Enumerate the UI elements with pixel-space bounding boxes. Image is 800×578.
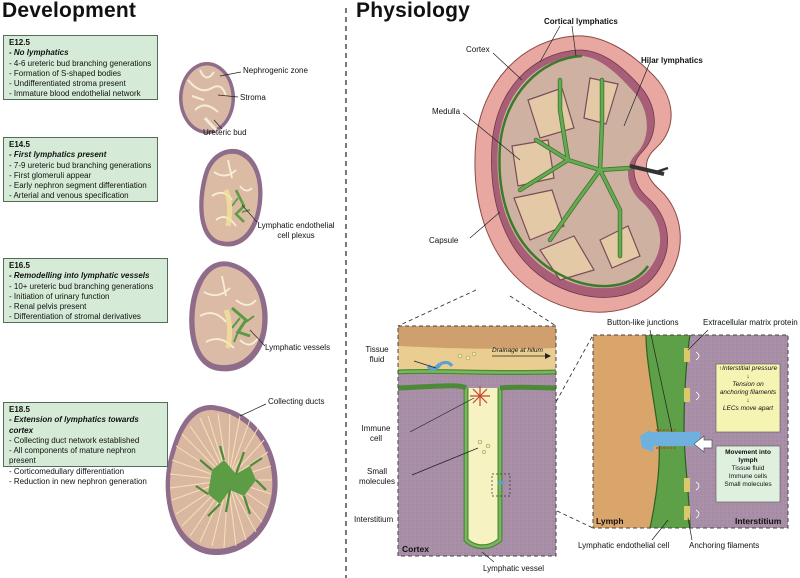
stage-box-e12-5: E12.5 - No lymphatics - 4-6 ureteric bud… bbox=[3, 35, 158, 100]
down-arrow-icon: ↓ bbox=[746, 397, 750, 404]
label-button-junctions: Button-like junctions bbox=[607, 318, 679, 327]
label-cortex: Cortex bbox=[466, 45, 490, 54]
stage-item: - All components of mature nephron prese… bbox=[9, 446, 136, 466]
label-medulla: Medulla bbox=[432, 107, 461, 116]
pressure-line: LECs move apart bbox=[722, 405, 774, 412]
physiology-title: Physiology bbox=[356, 0, 471, 22]
cortex-inset bbox=[397, 325, 557, 557]
kidney-e14-5 bbox=[199, 148, 263, 247]
stage-label: E18.5 bbox=[9, 405, 30, 414]
stage-heading: - Extension of lymphatics towards cortex bbox=[9, 415, 139, 435]
label-stroma: Stroma bbox=[240, 93, 266, 102]
stage-heading: - Remodelling into lymphatic vessels bbox=[9, 271, 150, 281]
label-hilar-lymphatics: Hilar lymphatics bbox=[641, 56, 703, 65]
label-lec-plexus: Lymphatic endothelial cell plexus bbox=[250, 221, 342, 240]
label-immune-cell: Immune cell bbox=[355, 424, 397, 443]
label-small-molecules-line1: Small bbox=[366, 467, 387, 476]
stage-item: - Formation of S-shaped bodies bbox=[9, 68, 122, 78]
stage-item: - 4-6 ureteric bud branching generations bbox=[9, 58, 152, 68]
stage-item: - Renal pelvis present bbox=[9, 302, 87, 312]
stage-item: - 10+ ureteric bud branching generations bbox=[9, 281, 154, 291]
stage-label: E14.5 bbox=[9, 140, 30, 149]
stage-item: - Differentiation of stromal derivatives bbox=[9, 312, 141, 322]
kidney-e18-5 bbox=[165, 404, 278, 556]
label-nephrogenic-zone: Nephrogenic zone bbox=[243, 66, 308, 75]
stage-item: - Reduction in new nephron generation bbox=[9, 477, 147, 487]
stage-item: - Immature blood endothelial network bbox=[9, 89, 141, 99]
pressure-box: ↑Interstitial pressure ↓ Tension on anch… bbox=[716, 365, 780, 413]
down-arrow-icon: ↓ bbox=[746, 373, 750, 380]
label-collecting-ducts: Collecting ducts bbox=[268, 397, 325, 406]
junction-inset bbox=[592, 334, 789, 529]
stage-label: E16.5 bbox=[9, 261, 30, 270]
label-tissue-fluid-line1: Tissue bbox=[365, 345, 389, 354]
stage-item: - 7-9 ureteric bud branching generations bbox=[9, 160, 152, 170]
stage-item: - Corticomedullary differentiation bbox=[9, 466, 125, 476]
label-small-molecules: Small molecules bbox=[354, 467, 400, 486]
label-small-molecules-line2: molecules bbox=[358, 476, 395, 486]
kidney-e16-5 bbox=[189, 261, 268, 372]
label-interstitium-cortex: Interstitium bbox=[354, 515, 394, 524]
label-immune-cell-line1: Immune bbox=[361, 424, 391, 433]
label-lymphatic-vessels: Lymphatic vessels bbox=[265, 343, 331, 352]
label-ecm-protein: Extracellular matrix protein bbox=[703, 318, 798, 327]
label-lymph: Lymph bbox=[596, 516, 624, 526]
kidney-e12-5 bbox=[179, 62, 235, 134]
stage-heading: - No lymphatics bbox=[9, 48, 69, 58]
stage-label: E12.5 bbox=[9, 38, 30, 47]
movement-item: Small molecules bbox=[724, 481, 772, 488]
label-cortex-corner: Cortex bbox=[402, 544, 429, 554]
movement-title: Movement into bbox=[725, 449, 771, 456]
label-lec-plexus-line1: Lymphatic endothelial bbox=[257, 221, 335, 230]
label-interstitium-junction: Interstitium bbox=[735, 516, 782, 526]
stage-heading: - First lymphatics present bbox=[9, 150, 107, 160]
label-lec: Lymphatic endothelial cell bbox=[578, 541, 670, 550]
label-anchoring-filaments: Anchoring filaments bbox=[689, 541, 760, 550]
label-tissue-fluid-line2: fluid bbox=[369, 354, 385, 364]
label-ureteric-bud: Ureteric bud bbox=[203, 128, 247, 137]
stage-box-e18-5: E18.5 - Extension of lymphatics towards … bbox=[3, 402, 168, 486]
movement-box: Movement into lymph Tissue fluid Immune … bbox=[716, 449, 780, 489]
label-capsule: Capsule bbox=[429, 236, 459, 245]
stage-box-e14-5: E14.5 - First lymphatics present - 7-9 u… bbox=[3, 137, 158, 202]
pressure-line: anchoring filaments bbox=[719, 389, 777, 396]
pressure-line: ↑Interstitial pressure bbox=[718, 365, 778, 372]
stage-item: - Collecting duct network established bbox=[9, 435, 140, 445]
stage-item: - Undifferentiated stroma present bbox=[9, 79, 126, 89]
stage-item: - First glomeruli appear bbox=[9, 170, 92, 180]
stage-item: - Arterial and venous specification bbox=[9, 191, 129, 201]
label-drainage: Drainage at hilum bbox=[492, 347, 543, 354]
adult-kidney bbox=[474, 35, 681, 313]
stage-box-e16-5: E16.5 - Remodelling into lymphatic vesse… bbox=[3, 258, 168, 323]
label-cortical-lymphatics: Cortical lymphatics bbox=[544, 17, 618, 26]
label-immune-cell-line2: cell bbox=[369, 433, 382, 443]
movement-title: lymph bbox=[738, 457, 758, 464]
stage-item: - Early nephron segment differentiation bbox=[9, 181, 147, 191]
development-title: Development bbox=[2, 0, 137, 22]
movement-item: Immune cells bbox=[728, 473, 768, 480]
pressure-line: Tension on bbox=[732, 381, 764, 388]
label-tissue-fluid: Tissue fluid bbox=[355, 345, 399, 364]
label-lec-plexus-line2: cell plexus bbox=[277, 230, 315, 240]
label-lymphatic-vessel: Lymphatic vessel bbox=[483, 564, 545, 573]
movement-item: Tissue fluid bbox=[731, 465, 765, 472]
stage-item: - Initiation of urinary function bbox=[9, 291, 110, 301]
